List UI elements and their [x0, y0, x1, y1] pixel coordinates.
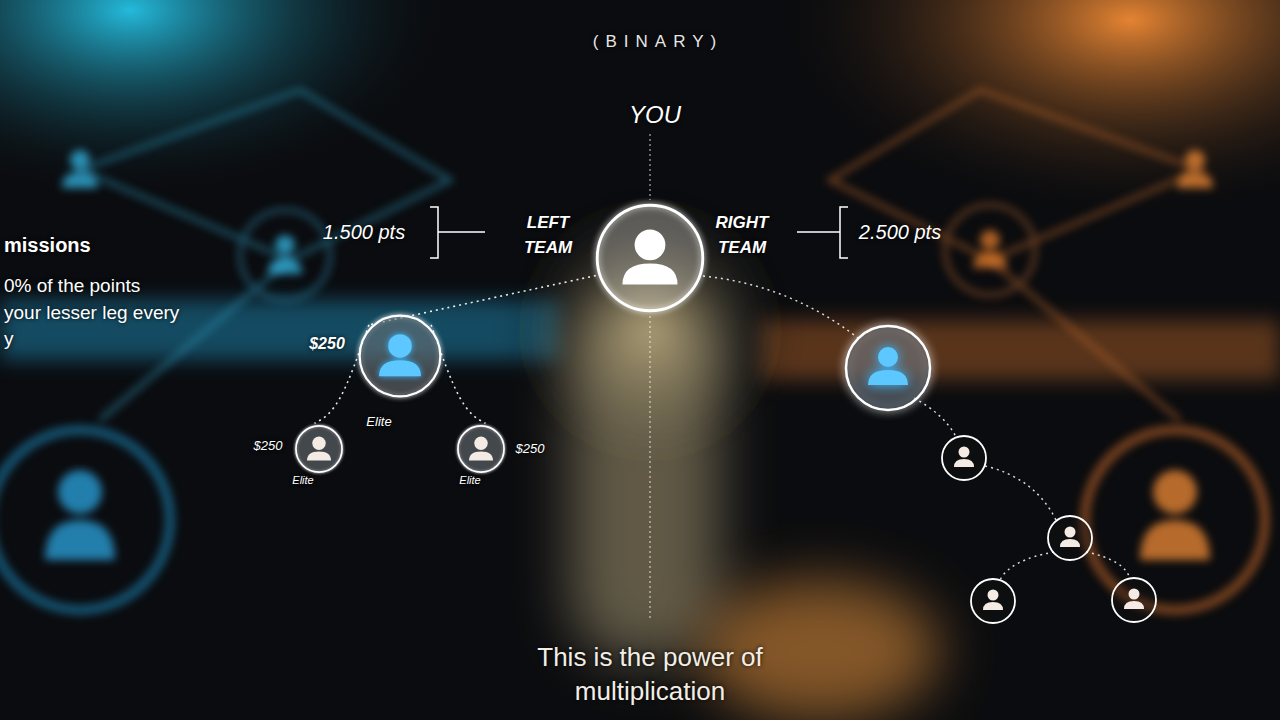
drawing-part	[1153, 470, 1197, 514]
amount-label: $250	[516, 441, 545, 456]
member-ring	[597, 205, 703, 311]
drawing-part	[942, 436, 986, 480]
rank-label: Elite	[292, 474, 313, 486]
drawing-part	[1060, 539, 1080, 547]
drawing-part	[0, 430, 170, 610]
drawing-part	[980, 230, 1000, 250]
drawing-part	[1065, 527, 1076, 538]
drawing-part	[878, 347, 898, 367]
drawing-part	[1185, 150, 1205, 170]
drawing-part	[914, 398, 956, 437]
right-tree-members	[846, 326, 1156, 623]
cyan-glow	[0, 0, 460, 200]
drawing-part	[430, 207, 485, 258]
member-circle	[595, 203, 705, 313]
drawing-part	[1086, 552, 1130, 579]
person-icon	[469, 437, 493, 461]
blurred-network	[0, 90, 1265, 610]
team-label: LEFT TEAM	[515, 210, 581, 260]
drawing-part	[973, 252, 1007, 268]
panel-text: 0% of the points	[4, 275, 140, 297]
drawing-part	[959, 447, 970, 458]
drawing-part	[474, 437, 487, 450]
points-label: 2.500 pts	[859, 221, 941, 244]
drawing-part	[942, 436, 1156, 623]
drawing-part	[1177, 172, 1213, 188]
drawing-part	[623, 264, 678, 285]
drawing-part	[971, 579, 1015, 623]
drawing-part	[846, 326, 930, 410]
center-figure-body	[570, 300, 720, 660]
panel-text: your lesser leg every	[4, 302, 179, 324]
member-ring	[360, 316, 441, 397]
drawing-part	[988, 590, 999, 601]
drawing-part	[388, 334, 412, 358]
drawing-part	[1048, 516, 1092, 560]
drawing-part	[635, 229, 666, 260]
drawing-part	[312, 437, 325, 450]
drawing-part	[307, 451, 331, 460]
person-icon	[379, 334, 421, 376]
drawing-part	[650, 316, 651, 620]
drawing-part	[58, 470, 102, 514]
drawing-part	[1129, 589, 1140, 600]
orange-streak	[760, 320, 1280, 380]
drawing-part	[240, 210, 330, 300]
drawing-part	[268, 258, 302, 274]
drawing-part	[275, 235, 295, 255]
member-node: $250Elite	[457, 425, 505, 473]
drawing-part	[1112, 578, 1156, 622]
member-ring	[458, 426, 504, 472]
drawing-part	[1140, 520, 1210, 560]
drawing-part	[62, 172, 98, 188]
drawing-part	[80, 90, 450, 420]
drawing-part	[70, 150, 90, 170]
amount-label: $250	[309, 335, 345, 353]
drawing-part	[703, 276, 858, 338]
downline-connector	[431, 325, 485, 424]
drawing-part	[379, 360, 421, 376]
team-label: RIGHT TEAM	[709, 210, 775, 260]
blurred-people	[45, 150, 1213, 560]
caption: This is the power of multiplication	[485, 640, 815, 708]
member-ring	[296, 426, 342, 472]
points-label: 1.500 pts	[323, 221, 405, 244]
person-icon	[623, 229, 678, 284]
drawing-part	[830, 90, 1200, 420]
drawing-part	[954, 459, 974, 467]
rank-label: Elite	[366, 414, 391, 429]
drawing-part	[954, 447, 1144, 611]
member-circle	[358, 314, 442, 398]
amount-label: $250	[254, 438, 283, 453]
rank-label: Elite	[459, 474, 480, 486]
drawing-part	[650, 134, 651, 200]
drawing-part	[469, 451, 493, 460]
you-member-node: YOU	[595, 203, 705, 313]
blue-streak	[0, 300, 560, 360]
drawing-part	[985, 466, 1056, 520]
right-tree-lines	[703, 276, 1130, 580]
drawing-part	[868, 347, 908, 385]
drawing-part	[983, 602, 1003, 610]
member-node: $250Elite	[358, 314, 442, 398]
member-node: $250Elite	[295, 425, 343, 473]
drawing-part	[1124, 601, 1144, 609]
member-circle	[457, 425, 505, 473]
person-icon	[307, 437, 331, 461]
drawing-part	[868, 370, 908, 385]
drawing-part	[1000, 552, 1054, 580]
diagram-title: (BINARY)	[593, 32, 723, 52]
member-circle	[295, 425, 343, 473]
panel-heading: missions	[4, 234, 91, 257]
you-label: YOU	[629, 101, 681, 129]
drawing-part	[945, 205, 1035, 295]
drawing-part	[45, 520, 115, 560]
panel-text: y	[4, 328, 14, 350]
drawing-part	[1085, 430, 1265, 610]
drawing-part	[797, 207, 848, 258]
